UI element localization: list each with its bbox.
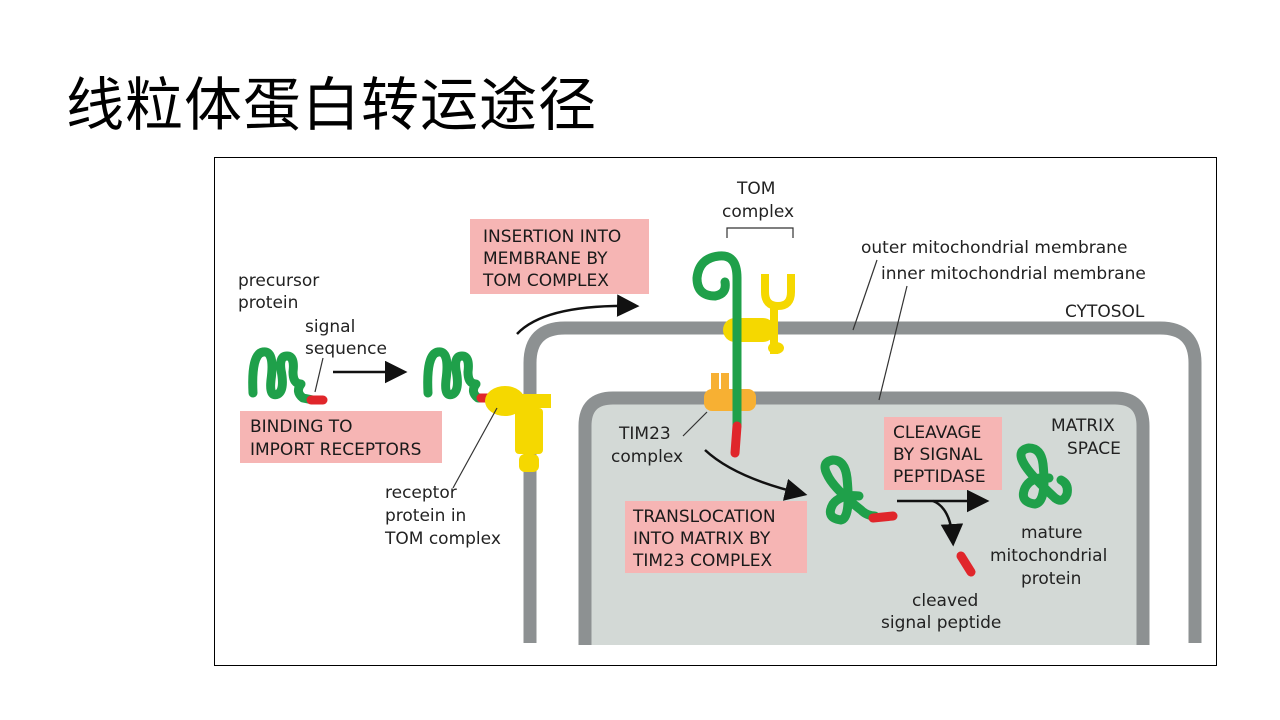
label-mature-line-1: mature <box>1021 523 1083 543</box>
tom-bracket <box>726 227 794 238</box>
label-inner-membrane: inner mitochondrial membrane <box>881 264 1146 284</box>
tim23-leader <box>682 411 708 437</box>
label-mature-line-3: protein <box>1021 569 1081 589</box>
slide-title: 线粒体蛋白转运途径 <box>66 71 598 139</box>
step-binding-line-2: IMPORT RECEPTORS <box>250 440 421 460</box>
label-matrix-line-2: SPACE <box>1067 439 1121 459</box>
cleaved-signal-peptide <box>956 551 976 577</box>
inner-membrane <box>578 391 1150 645</box>
step-box-binding <box>240 411 442 463</box>
step-translocation-line-3: TIM23 COMPLEX <box>632 551 772 571</box>
label-tim23-line-1: TIM23 <box>618 424 671 444</box>
step-box-insertion <box>470 219 649 294</box>
label-signal-line-2: sequence <box>305 339 387 359</box>
inner-membrane-leader <box>878 285 908 401</box>
translocating-protein <box>692 251 742 458</box>
tom-receptor-protein <box>485 386 551 472</box>
step-box-cleavage <box>884 417 1002 490</box>
step-arrow-5 <box>932 499 964 547</box>
signal-sequence-leader <box>314 357 324 393</box>
label-tom-line-2: complex <box>722 202 794 222</box>
imported-protein <box>820 455 898 525</box>
label-tim23-line-2: complex <box>611 447 683 467</box>
step-cleavage-line-1: CLEAVAGE <box>893 423 981 443</box>
label-signal-line-1: signal <box>305 317 355 337</box>
step-binding-line-1: BINDING TO <box>250 417 353 437</box>
step-translocation-line-1: TRANSLOCATION <box>632 507 776 527</box>
step-arrow-2 <box>516 294 640 335</box>
label-cleaved-line-1: cleaved <box>912 591 978 611</box>
receptor-leader <box>452 407 498 489</box>
step-cleavage-line-2: BY SIGNAL <box>893 445 983 465</box>
label-cytosol: CYTOSOL <box>1065 302 1145 322</box>
label-matrix-line-1: MATRIX <box>1051 416 1115 436</box>
bound-precursor-protein <box>423 347 502 403</box>
label-receptor-line-3: TOM complex <box>384 529 501 549</box>
label-receptor-line-1: receptor <box>385 483 457 503</box>
mitochondrial-import-diagram: BINDING TO IMPORT RECEPTORS INSERTION IN… <box>214 157 1217 666</box>
step-arrow-3 <box>704 449 808 501</box>
mature-protein <box>1016 443 1072 509</box>
diagram-canvas: BINDING TO IMPORT RECEPTORS INSERTION IN… <box>238 179 1202 645</box>
step-cleavage-line-3: PEPTIDASE <box>893 467 986 487</box>
label-receptor-line-2: protein in <box>385 506 466 526</box>
label-cleaved-line-2: signal peptide <box>881 613 1001 633</box>
outer-membrane <box>523 321 1202 643</box>
step-insertion-line-2: MEMBRANE BY <box>483 249 608 269</box>
label-outer-membrane: outer mitochondrial membrane <box>861 238 1127 258</box>
label-tom-line-1: TOM <box>736 179 775 199</box>
matrix-space <box>585 398 1143 645</box>
label-precursor-line-1: precursor <box>238 271 319 291</box>
label-precursor-line-2: protein <box>238 293 298 313</box>
step-box-translocation <box>625 501 807 573</box>
label-mature-line-2: mitochondrial <box>990 546 1107 566</box>
step-translocation-line-2: INTO MATRIX BY <box>633 529 771 549</box>
tim23-complex <box>704 373 756 411</box>
precursor-protein <box>248 347 328 405</box>
step-insertion-line-1: INSERTION INTO <box>483 227 621 247</box>
step-insertion-line-3: TOM COMPLEX <box>482 271 609 291</box>
outer-membrane-leader <box>852 259 878 331</box>
